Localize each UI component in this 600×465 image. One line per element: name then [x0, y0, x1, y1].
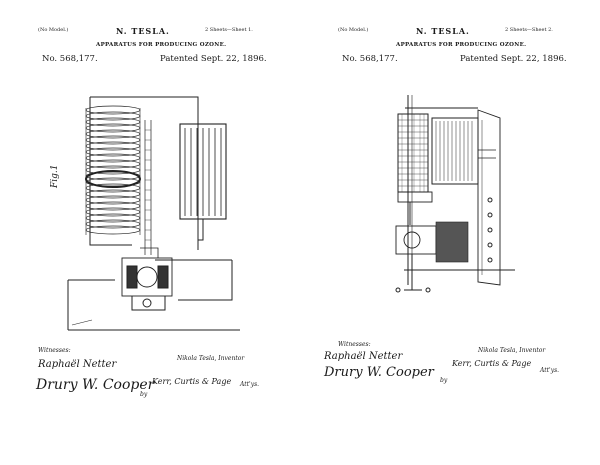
inventor-name: N. TESLA.	[416, 26, 470, 36]
patent-number: No. 568,177.	[42, 54, 98, 64]
inventor-name: N. TESLA.	[116, 26, 170, 36]
witness-signature-1: Raphaël Netter	[38, 359, 117, 370]
patent-date: Patented Sept. 22, 1896.	[160, 54, 267, 64]
drawing-fig-2	[395, 95, 515, 293]
attorneys-signature: Kerr, Curtis & Page	[452, 359, 532, 368]
witness-signature-2: Drury W. Cooper	[324, 365, 434, 380]
witnesses-label: Witnesses:	[338, 341, 371, 348]
no-model-label: (No Model.)	[38, 27, 69, 33]
by-label: by	[140, 391, 148, 398]
sheet-count: 2 Sheets—Sheet 2.	[505, 27, 553, 33]
patent-date: Patented Sept. 22, 1896.	[460, 54, 567, 64]
patent-number: No. 568,177.	[342, 54, 398, 64]
by-label: by	[440, 377, 448, 384]
attorneys-abbrev: Att'ys.	[540, 367, 560, 374]
attorneys-signature: Kerr, Curtis & Page	[152, 377, 232, 386]
patent-title: APPARATUS FOR PRODUCING OZONE.	[396, 42, 527, 48]
patent-title: APPARATUS FOR PRODUCING OZONE.	[96, 42, 227, 48]
inventor-signature: Nikola Tesla, Inventor	[177, 355, 245, 362]
patent-sheet-2: (No Model.) N. TESLA. 2 Sheets—Sheet 2. …	[300, 0, 600, 465]
witnesses-label: Witnesses:	[38, 347, 71, 354]
witness-signature-1: Raphaël Netter	[324, 351, 403, 362]
drawing-fig-1	[67, 96, 240, 331]
attorneys-abbrev: Att'ys.	[240, 381, 260, 388]
inventor-signature: Nikola Tesla, Inventor	[478, 347, 546, 354]
patent-sheet-1: (No Model.) N. TESLA. 2 Sheets—Sheet 1. …	[36, 26, 267, 398]
witness-signature-2: Drury W. Cooper	[36, 377, 155, 393]
no-model-label: (No Model.)	[338, 27, 369, 33]
sheet-count: 2 Sheets—Sheet 1.	[205, 27, 253, 33]
